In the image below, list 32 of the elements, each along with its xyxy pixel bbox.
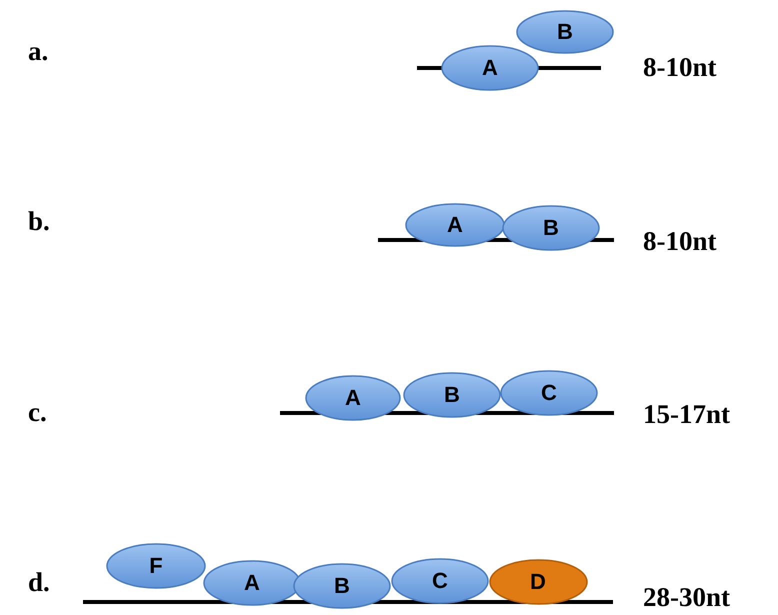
protein-letter: B <box>557 21 573 43</box>
protein-ellipse <box>305 375 401 421</box>
protein-ellipse <box>516 10 614 54</box>
protein-ellipse <box>403 372 501 418</box>
length-label: 8-10nt <box>643 228 716 255</box>
row-letter: a. <box>28 38 48 65</box>
protein-letter: D <box>530 571 546 593</box>
protein-letter: C <box>432 570 448 592</box>
protein-letter: B <box>334 575 350 597</box>
protein-letter: A <box>482 57 498 79</box>
protein-letter: B <box>543 217 559 239</box>
row-letter: c. <box>28 399 47 426</box>
protein-ellipse <box>293 563 391 609</box>
protein-ellipse <box>106 543 206 589</box>
row-letter: b. <box>28 208 50 235</box>
protein-ellipse <box>441 45 539 91</box>
protein-ellipse <box>405 203 505 247</box>
protein-letter: A <box>244 572 260 594</box>
protein-letter: B <box>444 384 460 406</box>
protein-letter: A <box>447 214 463 236</box>
length-label: 8-10nt <box>643 54 716 81</box>
protein-letter: F <box>149 555 163 577</box>
length-label: 28-30nt <box>643 584 730 611</box>
protein-ellipse <box>500 370 598 416</box>
protein-letter: C <box>541 382 557 404</box>
protein-ellipse <box>488 559 588 605</box>
protein-ellipse <box>391 558 489 604</box>
row-letter: d. <box>28 569 50 596</box>
protein-letter: A <box>345 387 361 409</box>
protein-ellipse <box>502 205 600 251</box>
protein-ellipse <box>203 560 301 606</box>
length-label: 15-17nt <box>643 401 730 428</box>
